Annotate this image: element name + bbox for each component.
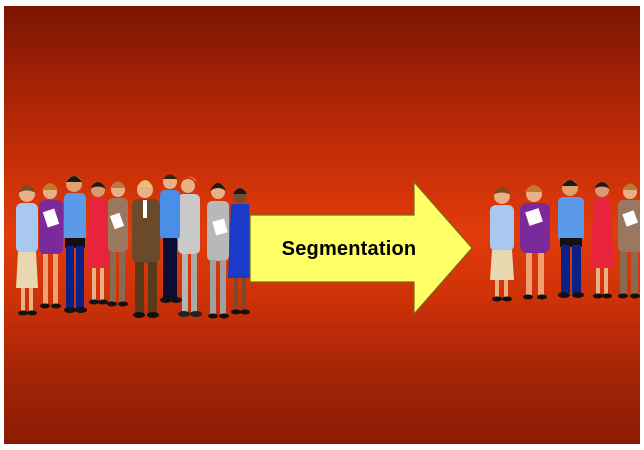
person-figure <box>160 174 182 303</box>
arrow-label: Segmentation <box>281 238 417 260</box>
person-figure <box>39 183 63 309</box>
person-figure <box>618 183 640 299</box>
person-figure <box>590 182 614 299</box>
person-figure <box>86 182 110 305</box>
person-figure <box>558 180 584 298</box>
person-figure <box>228 188 252 315</box>
person-figure <box>132 180 160 318</box>
person-figure <box>64 176 87 313</box>
people-group-left-icon <box>16 174 252 319</box>
person-figure <box>178 176 202 317</box>
person-figure <box>16 185 38 316</box>
slide-canvas: Segmentation <box>4 6 640 444</box>
person-figure <box>520 185 550 300</box>
person-figure <box>207 183 229 319</box>
people-group-right-icon <box>490 180 640 302</box>
person-figure <box>490 187 514 302</box>
segmentation-arrow-icon <box>249 180 473 316</box>
person-figure <box>107 181 128 307</box>
